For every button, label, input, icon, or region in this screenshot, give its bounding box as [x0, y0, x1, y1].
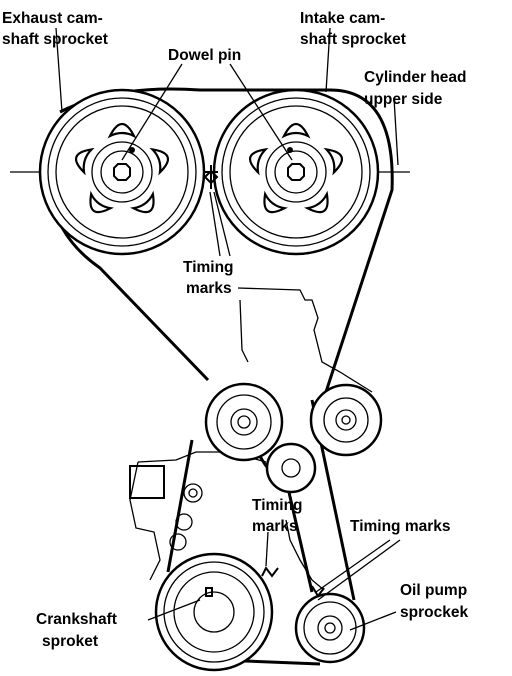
exhaust-sprocket-label-2: shaft sprocket: [2, 31, 108, 48]
crank-timing-mark: [261, 566, 279, 578]
dowel-pins: [129, 147, 293, 153]
intake-camshaft-sprocket: [212, 88, 380, 256]
oil-pump-sprocket: [294, 592, 366, 664]
intake-sprocket-label-1: Intake cam-: [300, 10, 385, 27]
leader-lines: [55, 27, 401, 631]
tensioner-pulley: [204, 382, 284, 462]
exhaust-sprocket-label-1: Exhaust cam-: [2, 10, 103, 27]
exhaust-camshaft-sprocket: [38, 88, 206, 256]
idler-pulley-right: [309, 383, 383, 457]
timing-marks-mid-label-1: Timing: [252, 497, 303, 514]
timing-marks-right-label: Timing marks: [350, 518, 451, 535]
crankshaft-label-1: Crankshaft: [36, 611, 117, 628]
timing-marks-top-label-2: marks: [186, 280, 232, 297]
oil-pump-label-2: sprockek: [400, 604, 468, 621]
crankshaft-label-2: sproket: [42, 633, 98, 650]
cylinder-head-label-2: upper side: [364, 91, 443, 108]
cylinder-head-label-1: Cylinder head: [364, 69, 467, 86]
crankshaft-sprocket: [154, 552, 274, 672]
idler-pulley-small: [265, 442, 317, 494]
intake-sprocket-label-2: shaft sprocket: [300, 31, 406, 48]
cam-timing-marks: [203, 165, 219, 189]
dowel-pin-label: Dowel pin: [168, 47, 241, 64]
timing-marks-top-label-1: Timing: [183, 259, 234, 276]
timing-marks-mid-label-2: marks: [252, 518, 298, 535]
oil-pump-timing-mark: [311, 585, 325, 598]
oil-pump-label-1: Oil pump: [400, 582, 467, 599]
